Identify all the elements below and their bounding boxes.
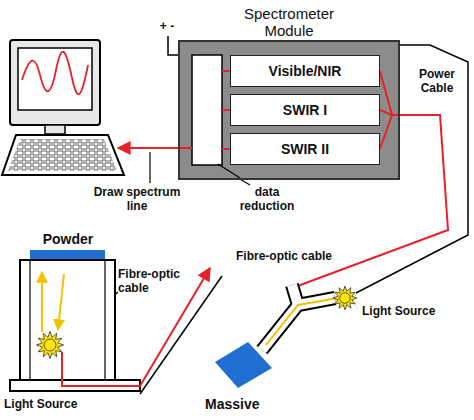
probe: [266, 298, 338, 345]
cable-label: Fibre-optic cable: [118, 268, 186, 296]
detector-name: SWIR II: [281, 141, 329, 157]
power-wire: [168, 36, 468, 293]
lamp-symbol: [36, 286, 357, 359]
computer: [2, 135, 124, 175]
powder-sampler: [140, 276, 222, 394]
cable-label: Fibre-optic cable: [236, 250, 356, 264]
leader-line: [218, 164, 240, 178]
leader-line: [149, 152, 150, 183]
powder-sampler: [104, 260, 105, 380]
signal-line: [222, 148, 230, 150]
arrow-label: Draw spectrum line: [92, 186, 182, 214]
part-label: data reduction: [232, 186, 302, 214]
spectrum-arrow: [118, 148, 180, 149]
spectrum-arrow: [118, 147, 180, 149]
lamp-symbol: [340, 293, 351, 304]
detector-box: SWIR I: [230, 94, 380, 126]
computer: [2, 40, 124, 175]
detector-box: SWIR II: [230, 133, 380, 165]
spectrometer-module: Spectrometer ModuleVisible/NIRSWIR ISWIR…: [178, 40, 400, 180]
probe: [262, 285, 338, 350]
signal-line: [380, 71, 398, 115]
lamp-label: Light Source: [362, 305, 462, 319]
data-reduction-box: [192, 55, 222, 165]
module-heading: Spectrometer Module: [224, 5, 354, 40]
lamp-label: Light Source: [4, 398, 104, 412]
lamp-symbol: [333, 286, 357, 310]
cable-label: Power Cable: [412, 68, 462, 96]
lamp-symbol: [36, 331, 63, 358]
detector-box: Visible/NIR: [230, 55, 380, 87]
signal-line: [380, 115, 398, 149]
massive-sample: [215, 342, 272, 388]
sample-label: Powder: [28, 231, 108, 247]
detector-name: Visible/NIR: [269, 63, 342, 79]
massive-sample: [215, 342, 272, 388]
powder-sampler: [41, 272, 43, 332]
signal-line: [180, 147, 192, 149]
powder-sampler: [62, 268, 210, 386]
powder-sampler: [58, 274, 64, 330]
signal-line: [222, 109, 230, 111]
computer: [10, 40, 100, 125]
probe: [262, 285, 335, 350]
powder-sampler: [30, 250, 105, 260]
computer: [18, 48, 92, 110]
computer: [45, 125, 65, 134]
powder-sampler: [29, 260, 30, 380]
computer: [8, 139, 117, 171]
terminal-label: + -: [152, 20, 182, 34]
detector-name: SWIR I: [283, 102, 327, 118]
powder-sampler: [20, 260, 115, 380]
lamp-symbol: [44, 339, 56, 351]
signal-line: [222, 70, 230, 72]
powder-sampler: [10, 250, 222, 394]
probe: [262, 285, 335, 350]
computer: [22, 52, 88, 94]
sample-label: Massive: [205, 396, 295, 412]
